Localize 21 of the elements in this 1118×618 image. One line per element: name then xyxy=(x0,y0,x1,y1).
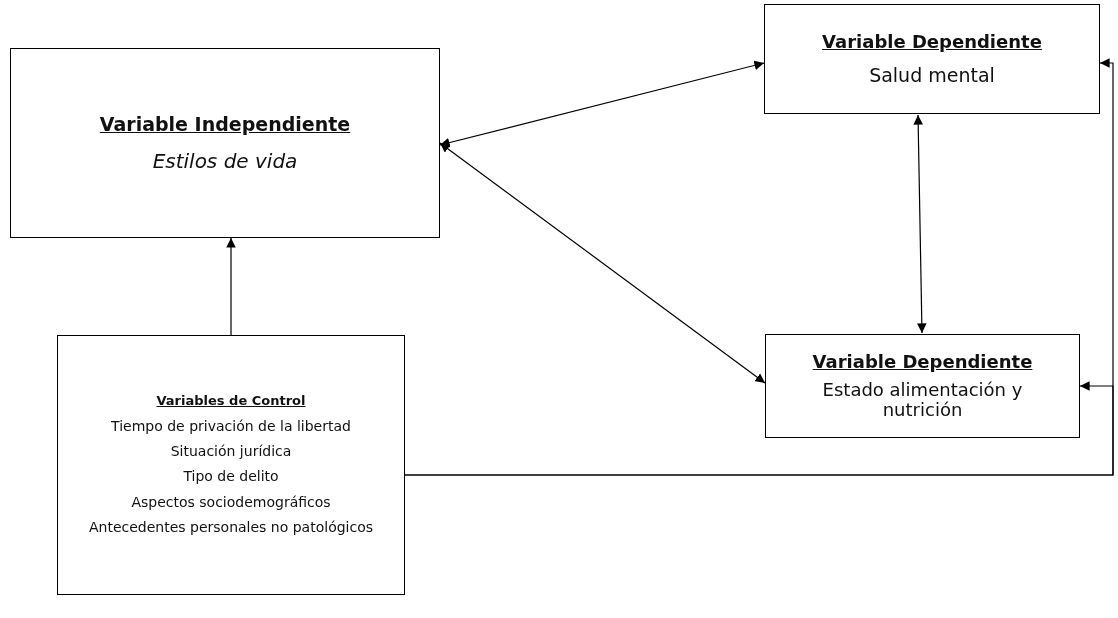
box-text: Estado alimentación y nutrición xyxy=(821,380,1024,420)
box-text: Situación jurídica xyxy=(170,444,292,460)
box-heading: Variable Dependiente xyxy=(822,31,1042,52)
arrow xyxy=(439,142,766,384)
arrow xyxy=(913,114,927,334)
arrow xyxy=(404,381,1114,476)
box-text: Tipo de delito xyxy=(183,469,279,485)
arrow xyxy=(226,237,236,336)
box-text: Aspectos sociodemográficos xyxy=(131,494,331,511)
box-heading: Variable Dependiente xyxy=(812,352,1033,373)
variable-box xyxy=(764,4,1100,114)
variable-box xyxy=(10,48,440,238)
arrow xyxy=(439,60,765,148)
variable-box xyxy=(57,335,405,595)
box-heading: Variable Independiente xyxy=(99,113,351,135)
box-text: Antecedentes personales no patológicos xyxy=(88,520,374,536)
box-text: Estilos de vida xyxy=(152,150,298,173)
box-heading: Variables de Control xyxy=(156,394,306,409)
variable-box xyxy=(765,334,1080,438)
box-text: Salud mental xyxy=(869,65,995,87)
box-text: Tiempo de privación de la libertad xyxy=(111,418,351,435)
